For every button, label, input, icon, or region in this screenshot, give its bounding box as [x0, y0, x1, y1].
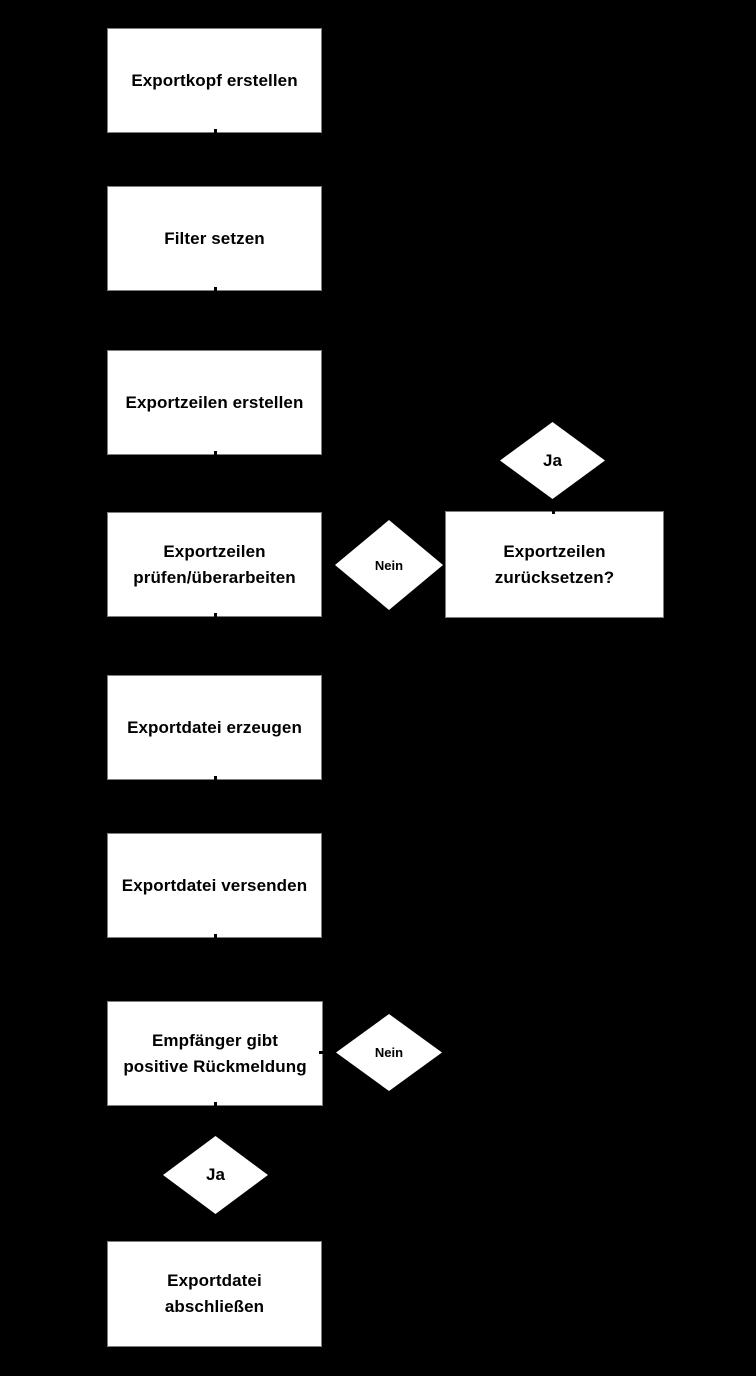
process-label: Exportdatei versenden [121, 875, 308, 895]
decision-diamond-nein-pruefen: Nein [335, 520, 443, 610]
process-label: Exportdatei erzeugen [127, 717, 302, 737]
process-empfaenger-rueckmeldung: Empfänger gibt positive Rückmeldung [107, 1001, 323, 1106]
decision-diamond-ja-top: Ja [500, 422, 605, 499]
connector-notch [319, 1051, 325, 1054]
decision-diamond-nein-empfaenger: Nein [336, 1014, 442, 1091]
process-label: Exportzeilen prüfen/überarbeiten [133, 541, 296, 587]
process-exportdatei-abschliessen: Exportdatei abschließen [107, 1241, 322, 1347]
process-label: Exportdatei abschließen [164, 1271, 265, 1316]
connector-notch [214, 934, 217, 940]
process-exportkopf-erstellen: Exportkopf erstellen [107, 28, 322, 133]
connector-notch [214, 1102, 217, 1108]
decision-label: Ja [206, 1165, 225, 1184]
process-label: Empfänger gibt positive Rückmeldung [123, 1030, 307, 1076]
process-exportzeilen-pruefen: Exportzeilen prüfen/überarbeiten [107, 512, 322, 617]
process-exportdatei-versenden: Exportdatei versenden [107, 833, 322, 938]
decision-label: Nein [374, 557, 404, 573]
process-label: Filter setzen [164, 228, 265, 248]
connector-notch [214, 451, 217, 457]
process-exportdatei-erzeugen: Exportdatei erzeugen [107, 675, 322, 780]
connector-notch [214, 613, 217, 619]
process-exportzeilen-erstellen: Exportzeilen erstellen [107, 350, 322, 455]
connector-notch [214, 776, 217, 782]
decision-label: Nein [374, 1045, 404, 1060]
process-label: Exportzeilen erstellen [125, 392, 304, 412]
process-filter-setzen: Filter setzen [107, 186, 322, 291]
connector-notch [214, 287, 217, 293]
decision-label: Ja [543, 450, 562, 470]
process-label: Exportzeilen zurücksetzen? [494, 541, 615, 587]
connector-notch [552, 508, 555, 514]
connector-notch [214, 129, 217, 135]
process-label: Exportkopf erstellen [131, 70, 298, 90]
process-exportzeilen-zuruecksetzen: Exportzeilen zurücksetzen? [445, 511, 664, 618]
decision-diamond-ja-bottom: Ja [163, 1136, 268, 1214]
